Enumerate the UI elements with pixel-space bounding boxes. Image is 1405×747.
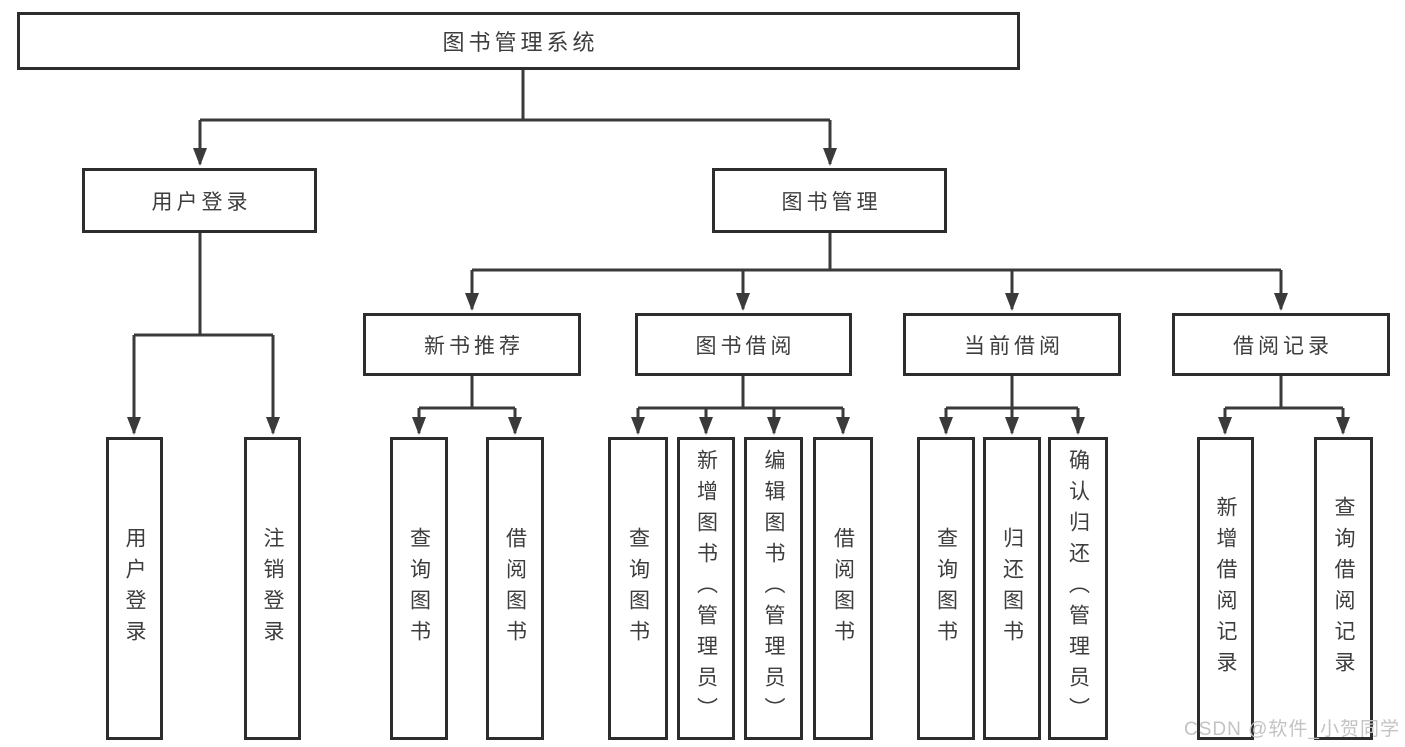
node-label: 图书管理系统 — [442, 30, 599, 55]
leaf-query-borrow-record: 查询借阅记录 — [1314, 437, 1373, 740]
leaf-add-books-admin: 新增图书（管理员） — [677, 437, 735, 740]
node-borrow-records: 借阅记录 — [1172, 313, 1390, 376]
node-root-library-system: 图书管理系统 — [17, 12, 1020, 70]
node-label: 新书推荐 — [424, 334, 524, 358]
node-label: 注销登录 — [261, 526, 284, 651]
node-current-borrow: 当前借阅 — [903, 313, 1121, 376]
leaf-borrow-books: 借阅图书 — [486, 437, 544, 740]
node-label: 图书借阅 — [695, 334, 796, 358]
leaf-logout: 注销登录 — [244, 437, 301, 740]
node-label: 借阅图书 — [831, 526, 855, 651]
node-label: 借阅记录 — [1233, 334, 1333, 358]
node-book-borrow: 图书借阅 — [635, 313, 852, 376]
node-label: 查询图书 — [934, 526, 958, 651]
leaf-add-borrow-record: 新增借阅记录 — [1197, 437, 1254, 740]
node-label: 归还图书 — [1000, 526, 1024, 651]
node-label: 当前借阅 — [964, 334, 1064, 358]
leaf-user-login: 用户登录 — [106, 437, 163, 740]
node-label: 查询图书 — [626, 526, 650, 651]
leaf-return-books: 归还图书 — [983, 437, 1041, 740]
csdn-watermark: CSDN @软件_小贺同学 — [1184, 719, 1400, 740]
node-book-management-branch: 图书管理 — [712, 168, 947, 233]
leaf-confirm-return-admin: 确认归还（管理员） — [1048, 437, 1108, 740]
node-label: 查询借阅记录 — [1332, 495, 1355, 682]
node-label: 查询图书 — [407, 526, 431, 651]
node-label: 新增借阅记录 — [1214, 495, 1237, 682]
node-label: 编辑图书（管理员） — [762, 449, 785, 728]
leaf-borrow-books: 借阅图书 — [813, 437, 873, 740]
node-new-book-recommend: 新书推荐 — [363, 313, 581, 376]
node-label: 借阅图书 — [503, 526, 527, 651]
leaf-query-books: 查询图书 — [390, 437, 448, 740]
node-label: 新增图书（管理员） — [694, 449, 718, 728]
leaf-query-books: 查询图书 — [917, 437, 975, 740]
leaf-edit-books-admin: 编辑图书（管理员） — [744, 437, 803, 740]
node-label: 用户登录 — [151, 190, 252, 214]
node-label: 确认归还（管理员） — [1066, 449, 1090, 728]
node-user-login-branch: 用户登录 — [82, 168, 317, 233]
leaf-query-books: 查询图书 — [608, 437, 668, 740]
node-label: 用户登录 — [123, 526, 146, 651]
node-label: 图书管理 — [781, 190, 882, 214]
